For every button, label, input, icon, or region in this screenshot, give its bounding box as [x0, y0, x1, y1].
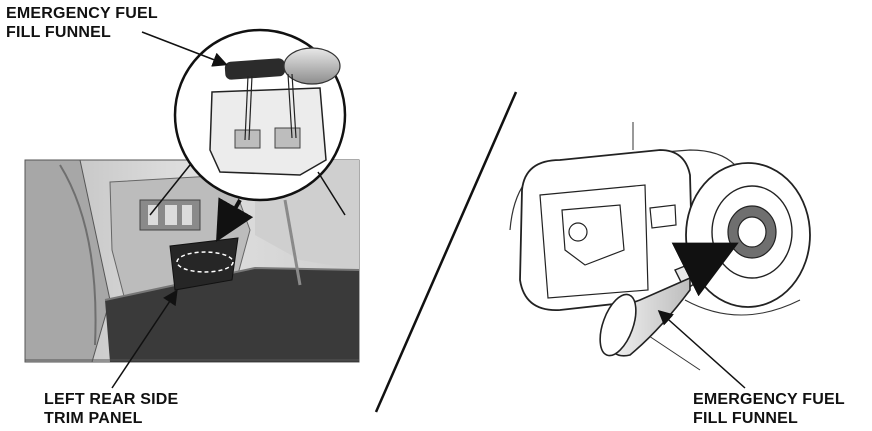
fuel-door-illustration [510, 122, 810, 370]
divider-slash [376, 92, 516, 412]
leader-line-funnel-right [660, 312, 745, 388]
cargo-area-illustration [25, 160, 359, 362]
